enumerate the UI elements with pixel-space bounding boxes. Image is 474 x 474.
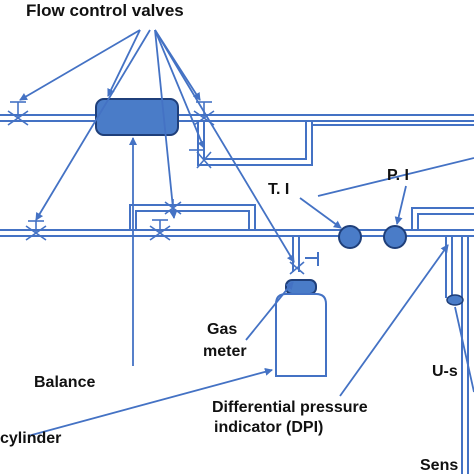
valve-gas-line[interactable]: [289, 261, 305, 275]
pi-label: P. I: [387, 167, 409, 184]
balance-unit[interactable]: [95, 98, 179, 136]
cylinder-label: cylinder: [0, 430, 61, 447]
sens-label: Sens: [420, 457, 458, 474]
valve-lower-left[interactable]: [25, 220, 47, 241]
ti-label: T. I: [268, 181, 289, 198]
differential-pressure-label: Differential pressure: [212, 399, 368, 416]
piping: [0, 114, 474, 474]
temperature-indicator[interactable]: [338, 225, 362, 249]
valve-lower-mid[interactable]: [149, 219, 171, 241]
valve-upper-branch[interactable]: [189, 149, 212, 169]
pointer-arrows: [19, 29, 474, 437]
pressure-indicator[interactable]: [383, 225, 407, 249]
meter-label: meter: [203, 343, 247, 360]
valve-upper-left[interactable]: [7, 101, 29, 126]
sensor[interactable]: [446, 294, 464, 306]
indicator-dpi-label: indicator (DPI): [214, 419, 323, 436]
gas-label: Gas: [207, 321, 237, 338]
balance-label: Balance: [34, 374, 95, 391]
flow-control-valves-label: Flow control valves: [26, 1, 184, 20]
u-s-label: U-s: [432, 363, 458, 380]
